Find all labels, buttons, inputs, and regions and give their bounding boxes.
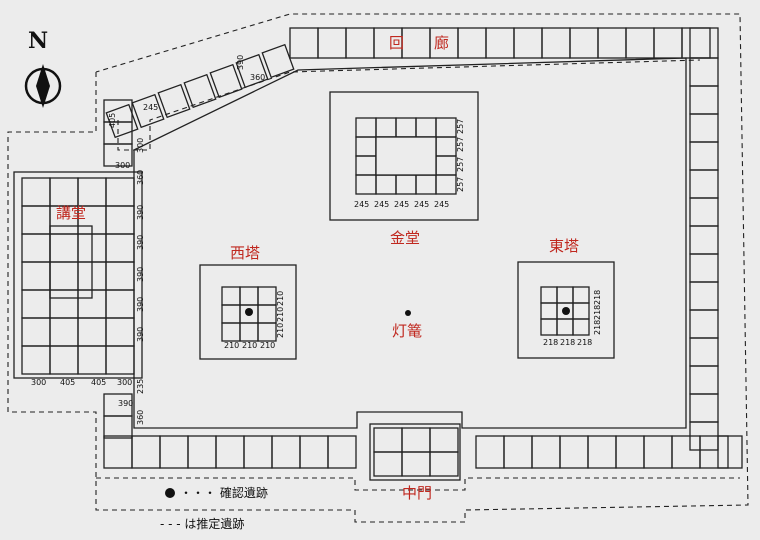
measure-east-pagoda-bottom-2: 218 bbox=[560, 338, 575, 347]
measure-lecture-bottom-1: 300 bbox=[31, 378, 46, 387]
east-pagoda-center-post bbox=[562, 307, 570, 315]
courtyard-inner-line bbox=[133, 57, 687, 429]
measure-west-pagoda-bottom-2: 210 bbox=[242, 341, 257, 350]
middle-gate-outline bbox=[369, 423, 461, 481]
south-corridor-west-cell bbox=[327, 435, 357, 469]
measurement-labels: 390 360 245 405 300 300 360 390 390 390 … bbox=[31, 55, 602, 425]
measure-golden-side-3: 257 bbox=[456, 157, 465, 172]
golden-hall-bay bbox=[435, 174, 457, 195]
measure-golden-bottom-1: 245 bbox=[354, 200, 369, 209]
estimated-south-line bbox=[96, 477, 740, 491]
building-outlines bbox=[7, 13, 749, 523]
measure-west-pagoda-side-3: 210 bbox=[276, 323, 285, 338]
measure-golden-side-4: 257 bbox=[456, 177, 465, 192]
measure-golden-bottom-4: 245 bbox=[414, 200, 429, 209]
legend-confirmed: ・・・ 確認遺跡 bbox=[180, 485, 268, 500]
middle-gate-label: 中門 bbox=[402, 484, 432, 502]
lecture-hall-label: 講堂 bbox=[56, 204, 86, 222]
measure-lecture-side-3: 390 bbox=[136, 267, 145, 282]
measure-golden-bottom-5: 245 bbox=[434, 200, 449, 209]
measure-west-a: 300 bbox=[115, 161, 130, 170]
measure-east-pagoda-bottom-3: 218 bbox=[577, 338, 592, 347]
measure-lecture-side-1: 390 bbox=[136, 205, 145, 220]
measure-corner-a: 245 bbox=[143, 103, 158, 112]
middle-gate-cell bbox=[429, 451, 459, 477]
west-lower-corridor-cell bbox=[103, 415, 133, 439]
compass-needle-icon bbox=[36, 64, 50, 108]
east-pagoda-bay bbox=[572, 318, 590, 336]
measure-lecture-side-5: 390 bbox=[136, 327, 145, 342]
legend: ・・・ 確認遺跡 - - - は推定遺跡 bbox=[160, 485, 268, 531]
west-pagoda-platform bbox=[199, 264, 297, 360]
pillar-grids bbox=[21, 117, 590, 375]
measure-west-b: 300 bbox=[136, 138, 145, 153]
golden-hall-core bbox=[375, 136, 437, 176]
measure-north-b: 360 bbox=[250, 73, 265, 82]
measure-lecture-lower-b: 390 bbox=[118, 399, 133, 408]
east-pagoda-label: 東塔 bbox=[549, 237, 579, 255]
northwest-corridor-cell bbox=[157, 83, 191, 119]
measure-lecture-lower-a: 235 bbox=[136, 379, 145, 394]
west-pagoda-label: 西塔 bbox=[230, 244, 260, 262]
northwest-corridor-cell bbox=[131, 93, 165, 129]
measure-north-a: 390 bbox=[236, 55, 245, 70]
golden-hall-label: 金堂 bbox=[390, 229, 420, 247]
measure-lecture-lower-c: 360 bbox=[136, 410, 145, 425]
measure-golden-bottom-3: 245 bbox=[394, 200, 409, 209]
south-corridor-east-cell bbox=[699, 435, 729, 469]
measure-corner-b: 405 bbox=[108, 113, 117, 128]
measure-west-pagoda-bottom-3: 210 bbox=[260, 341, 275, 350]
measure-east-pagoda-bottom-1: 218 bbox=[543, 338, 558, 347]
west-pagoda-bay bbox=[257, 322, 277, 342]
west-corridor-cell bbox=[103, 143, 133, 167]
measure-east-pagoda-side-1: 218 bbox=[593, 290, 602, 305]
measure-east-pagoda-side-2: 218 bbox=[593, 305, 602, 320]
measure-golden-side-2: 257 bbox=[456, 137, 465, 152]
lecture-hall-bay bbox=[105, 345, 135, 375]
measure-west-pagoda-side-2: 210 bbox=[276, 307, 285, 322]
measure-lecture-bottom-4: 300 bbox=[117, 378, 132, 387]
measure-lecture-side-4: 390 bbox=[136, 297, 145, 312]
confirmed-marker-icon bbox=[165, 488, 175, 498]
west-pagoda-center-post bbox=[245, 308, 253, 316]
northwest-corridor-cell bbox=[105, 103, 139, 139]
compass: N bbox=[24, 28, 62, 108]
measure-lecture-bottom-3: 405 bbox=[91, 378, 106, 387]
north-label: N bbox=[28, 28, 48, 54]
corridor-label-1: 回 bbox=[389, 34, 404, 52]
legend-estimated: - - - は推定遺跡 bbox=[160, 516, 244, 531]
measure-golden-side-1: 257 bbox=[456, 119, 465, 134]
south-corridor-east-cell bbox=[717, 435, 743, 469]
east-pagoda-platform bbox=[517, 261, 615, 359]
northwest-corridor-cell bbox=[209, 63, 243, 99]
northwest-corridor-cell bbox=[183, 73, 217, 109]
measure-east-pagoda-side-3: 218 bbox=[593, 320, 602, 335]
lantern-marker bbox=[405, 310, 411, 316]
northwest-corridor-cell bbox=[261, 43, 295, 79]
lantern-label: 灯篭 bbox=[392, 322, 422, 340]
measure-west-c: 360 bbox=[136, 170, 145, 185]
measure-west-pagoda-side-1: 210 bbox=[276, 291, 285, 306]
measure-golden-bottom-2: 245 bbox=[374, 200, 389, 209]
northwest-corridor-cell bbox=[235, 53, 269, 89]
measure-lecture-side-2: 390 bbox=[136, 235, 145, 250]
golden-hall-platform bbox=[329, 91, 479, 221]
measure-west-pagoda-bottom-1: 210 bbox=[224, 341, 239, 350]
measure-lecture-bottom-2: 405 bbox=[60, 378, 75, 387]
lecture-hall-outline bbox=[13, 171, 143, 379]
estimated-inner-line bbox=[117, 59, 701, 151]
corridor-label-2: 廊 bbox=[434, 34, 449, 52]
